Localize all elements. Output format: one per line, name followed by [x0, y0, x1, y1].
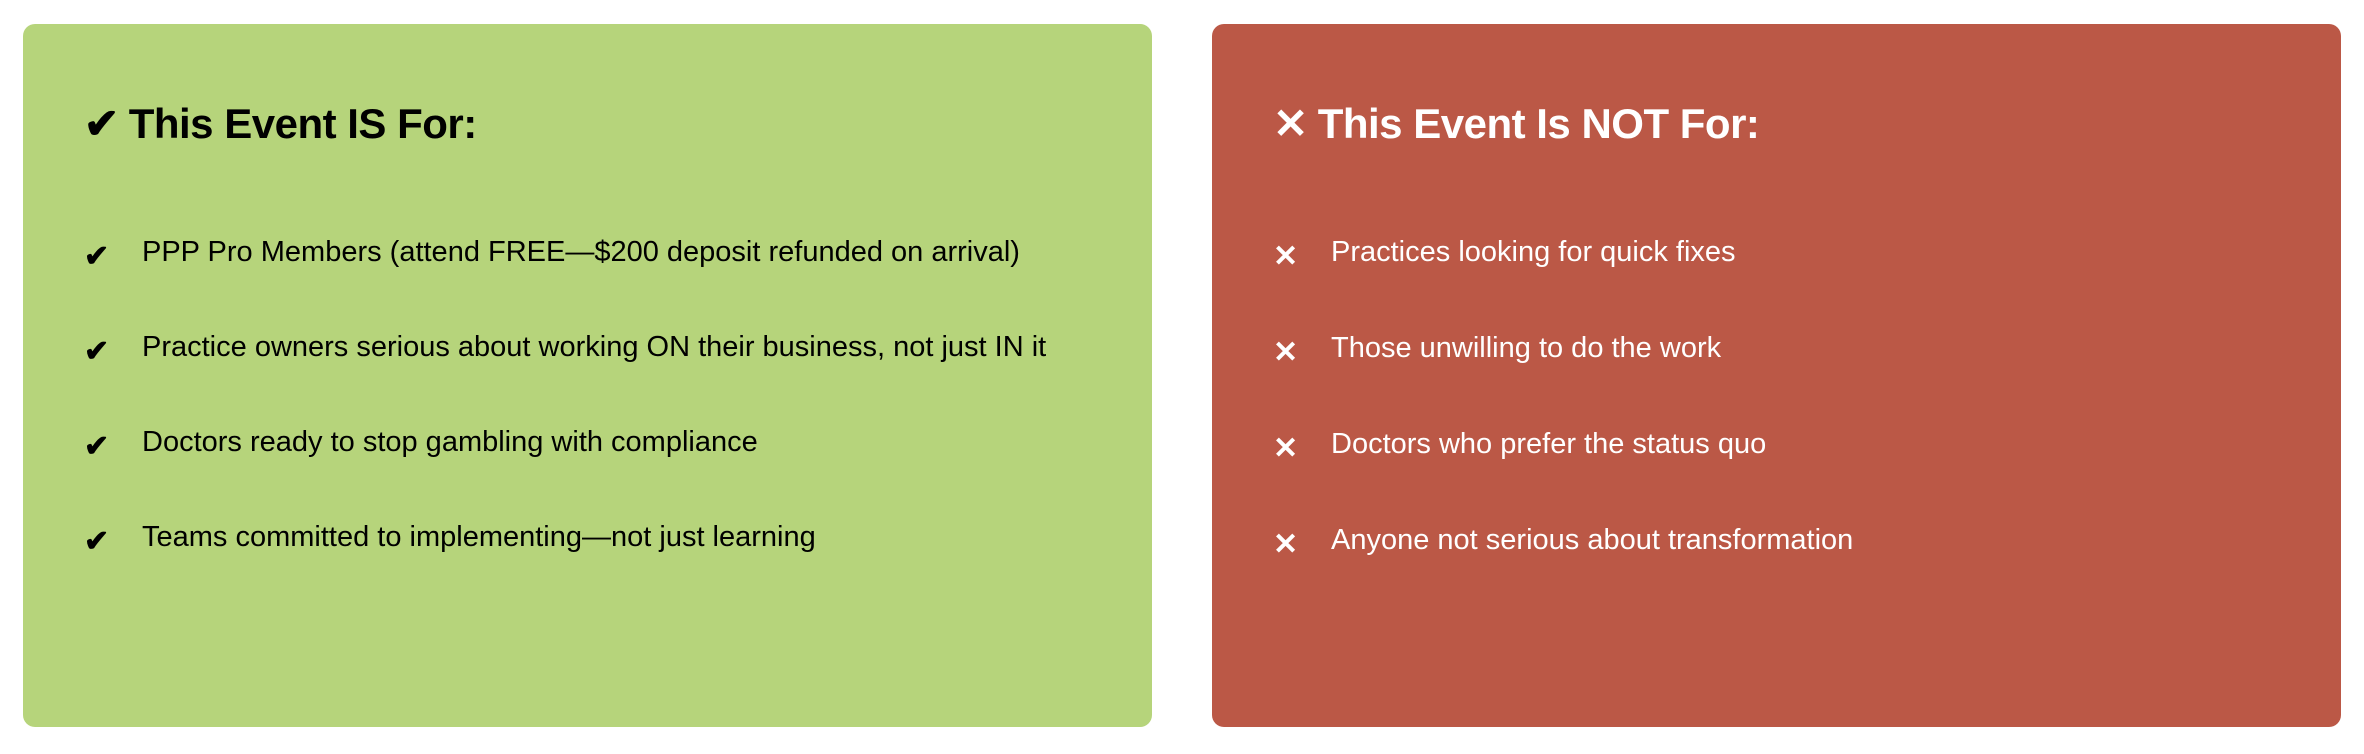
- is-for-heading: ✔This Event IS For:: [84, 96, 477, 152]
- is-for-title: This Event IS For:: [128, 100, 478, 147]
- list-item: ✕ Doctors who prefer the status quo: [1273, 418, 1853, 475]
- list-item: ✔ Doctors ready to stop gambling with com…: [84, 416, 1052, 473]
- list-item: ✕ Those unwilling to do the work: [1273, 322, 1853, 379]
- x-icon: ✕: [1273, 336, 1299, 369]
- list-item: ✕ Practices looking for quick fixes: [1273, 226, 1853, 283]
- list-item: ✔ PPP Pro Members (attend FREE—$200 depos…: [84, 226, 1052, 283]
- list-item-text: Doctors ready to stop gambling with comp…: [142, 426, 758, 458]
- check-icon: ✔: [84, 100, 119, 147]
- list-item-text: Anyone not serious about transformation: [1331, 524, 1854, 556]
- x-icon: ✕: [1273, 432, 1299, 465]
- x-icon: ✕: [1273, 528, 1299, 561]
- check-icon: ✔: [84, 430, 110, 463]
- list-item-text: Doctors who prefer the status quo: [1331, 428, 1767, 460]
- list-item-text: Teams committed to implementing—not just…: [142, 521, 816, 553]
- check-icon: ✔: [84, 525, 110, 558]
- list-item: ✔ Practice owners serious about working O…: [84, 321, 1052, 378]
- list-item-text: Practices looking for quick fixes: [1331, 236, 1736, 268]
- list-item-text: PPP Pro Members (attend FREE—$200 deposi…: [142, 236, 1020, 268]
- not-for-heading: ✕This Event Is NOT For:: [1273, 96, 1760, 152]
- x-icon: ✕: [1273, 100, 1308, 147]
- check-icon: ✔: [84, 240, 110, 273]
- check-icon: ✔: [84, 335, 110, 368]
- list-item-text: Practice owners serious about working ON…: [142, 331, 1047, 363]
- not-for-title: This Event Is NOT For:: [1317, 100, 1760, 147]
- list-item: ✕ Anyone not serious about transformation: [1273, 514, 1853, 571]
- not-for-list: ✕ Practices looking for quick fixes ✕ Thos…: [1273, 226, 1853, 610]
- event-not-for-card: ✕This Event Is NOT For: ✕Practices looki…: [1212, 24, 2341, 727]
- event-is-for-card: ✔This Event IS For: ✔PPP Pro Members (at…: [23, 24, 1152, 727]
- list-item-text: Those unwilling to do the work: [1331, 332, 1722, 364]
- x-icon: ✕: [1273, 240, 1299, 273]
- is-for-list: ✔ PPP Pro Members (attend FREE—$200 depos…: [84, 226, 1052, 606]
- list-item: ✔ Teams committed to implementing—not jus…: [84, 511, 1052, 568]
